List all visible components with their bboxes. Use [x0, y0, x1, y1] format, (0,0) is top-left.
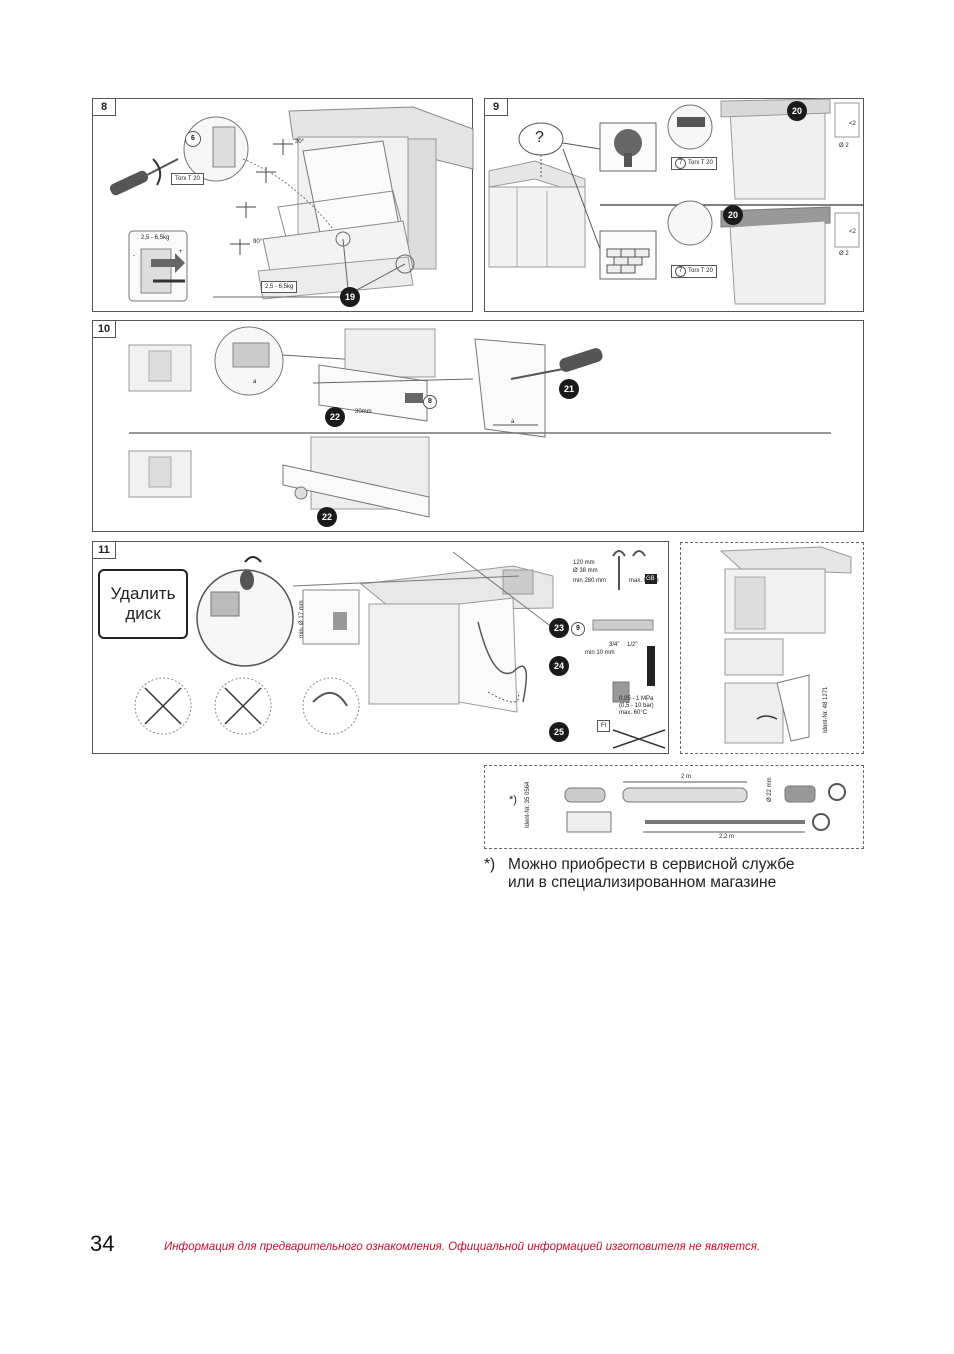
step-8-panel: 8: [92, 98, 474, 312]
step-11-illustration: [134, 550, 666, 749]
step-11-pressure-bar: (0,5 - 10 bar): [619, 703, 654, 709]
footnote-mark: *): [484, 856, 496, 873]
step-11-callout-23: 23: [549, 618, 569, 638]
accessories-len-22m: 2,2 m: [719, 834, 735, 840]
step-9-gap-bottom: <2: [849, 229, 856, 235]
step-9-diam-top: Ø 2: [839, 143, 849, 149]
side-ident-number: Ident-Nr. 48 1271: [823, 686, 829, 733]
step-8-torx-label: Torx T 20: [171, 173, 204, 185]
step-10-panel: 10 21 22 22 a a 30mm 8: [92, 320, 864, 532]
step-11-max-09: max. 0,9 m: [629, 578, 659, 584]
step-11-max-temp: max. 60°C: [619, 710, 648, 716]
side-optional-panel: Ident-Nr. 48 1271: [680, 542, 864, 754]
step-11-thread-34: 3/4": [609, 642, 620, 648]
step-8-angle-90: 90°: [253, 239, 263, 245]
disclaimer-text: Информация для предварительного ознакомл…: [164, 1241, 761, 1253]
footnote-text: Можно приобрести в сервисной службе или …: [508, 856, 795, 891]
step-8-angle-30: 30°: [295, 139, 305, 145]
step-9-torx-bottom-label: Torx T 20: [688, 268, 713, 274]
footnote: *) Можно приобрести в сервисной службе ил…: [484, 856, 795, 892]
accessories-star: *): [509, 794, 517, 806]
remove-disc-label: Удалить диск: [98, 569, 188, 639]
step-11-callout-25: 25: [549, 722, 569, 742]
step-11-dim-120: 120 mm: [573, 560, 595, 566]
page-number: 34: [90, 1231, 115, 1256]
step-10-screw-num: 8: [423, 395, 437, 409]
step-11-min-10: min 10 mm: [585, 650, 615, 656]
step-10-number: 10: [92, 320, 116, 338]
step-9-screw-num-top: 7: [675, 158, 686, 169]
step-11-dim-280: min 280 mm: [573, 578, 607, 584]
step-10-callout-22-top: 22: [325, 407, 345, 427]
step-9-gap-top: <2: [849, 121, 856, 127]
accessories-diam-22: Ø 22 mm: [767, 777, 773, 802]
step-9-callout-20-bottom: 20: [723, 205, 743, 225]
step-9-screw-num-bottom: 7: [675, 266, 686, 277]
step-11-gb: GB: [646, 576, 655, 582]
step-11-panel: 11 min. Ø: [92, 541, 669, 754]
step-11-callout-24: 24: [549, 656, 569, 676]
step-9-torx-top-label: Torx T 20: [688, 160, 713, 166]
step-11-thread-12: 1/2": [627, 642, 638, 648]
step-11-min-diam-17: min. Ø 17 mm: [299, 600, 305, 638]
step-9-diam-bottom: Ø 2: [839, 251, 849, 257]
step-10-dim-a-top: a: [253, 379, 257, 385]
step-9-callout-20-top: 20: [787, 101, 807, 121]
step-9-number: 9: [484, 98, 508, 116]
side-optional-illustration: [719, 546, 852, 744]
accessories-ident-number: Ident-Nr. 35 0564: [525, 781, 531, 828]
step-11-fi-label: FI: [597, 720, 611, 732]
step-8-number: 8: [92, 98, 116, 116]
step-10-callout-21: 21: [559, 379, 579, 399]
step-11-dim-38: Ø 38 mm: [573, 568, 598, 574]
step-10-dim-a-right: a: [511, 419, 515, 425]
step-8-weight-label: 2,5 - 6,5kg: [261, 281, 298, 293]
step-8-weight-inset-label: 2,5 - 6,5kg: [141, 235, 170, 241]
step-10-callout-22-bottom: 22: [317, 507, 337, 527]
step-9-question-mark: ?: [535, 129, 544, 146]
step-10-dim-label: 30mm: [355, 409, 372, 415]
accessories-illustration: [564, 781, 846, 833]
accessories-panel: Ident-Nr. 35 0564 *) 2 m 2,2 m Ø 22 mm: [484, 765, 864, 849]
step-11-pressure: 0,05 - 1 MPa: [619, 696, 654, 702]
step-11-number: 11: [92, 541, 116, 559]
step-8-callout-19: 19: [340, 287, 360, 307]
step-10-illustration: [128, 326, 831, 518]
step-8-callout-6: 6: [185, 131, 201, 147]
step-8-minus: -: [133, 253, 135, 259]
accessories-len-2m: 2 m: [681, 774, 692, 780]
step-11-screw-num: 9: [571, 622, 585, 636]
step-8-plus: +: [179, 249, 183, 255]
